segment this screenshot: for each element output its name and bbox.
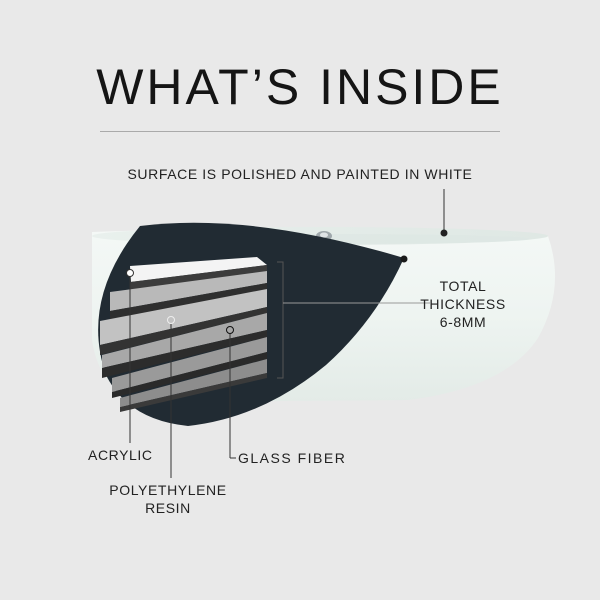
layer-fiber-3 bbox=[100, 307, 267, 355]
thickness-bracket bbox=[277, 261, 284, 379]
fiber-marker bbox=[226, 326, 234, 334]
poly-label-line2: RESIN bbox=[145, 500, 191, 516]
layer-fiber-5 bbox=[112, 352, 267, 398]
layer-resin-1 bbox=[110, 271, 267, 311]
glass-fiber-label: GLASS FIBER bbox=[238, 450, 347, 466]
surface-dot bbox=[440, 229, 448, 237]
cutaway-edge-dot bbox=[400, 255, 408, 263]
thickness-label: TOTAL THICKNESS 6-8MM bbox=[408, 277, 518, 331]
layer-fiber-2 bbox=[110, 283, 267, 321]
layer-acrylic bbox=[130, 257, 267, 282]
thickness-label-line3: 6-8MM bbox=[439, 314, 487, 330]
title-divider bbox=[100, 131, 500, 132]
polyethylene-resin-label: POLYETHYLENE RESIN bbox=[88, 481, 248, 517]
acrylic-marker bbox=[126, 269, 134, 277]
page-title: WHAT’S INSIDE bbox=[96, 59, 504, 115]
thickness-label-line2: THICKNESS bbox=[420, 296, 506, 312]
acrylic-label: ACRYLIC bbox=[88, 447, 153, 463]
layer-resin-3 bbox=[102, 313, 267, 368]
poly-label-line1: POLYETHYLENE bbox=[109, 482, 227, 498]
resin-marker bbox=[167, 316, 175, 324]
surface-label: SURFACE IS POLISHED AND PAINTED IN WHITE bbox=[127, 166, 473, 182]
layer-fiber-4 bbox=[102, 330, 267, 378]
layer-resin-4 bbox=[112, 337, 267, 392]
thickness-label-line1: TOTAL bbox=[439, 278, 487, 294]
layer-resin-2 bbox=[100, 289, 267, 345]
